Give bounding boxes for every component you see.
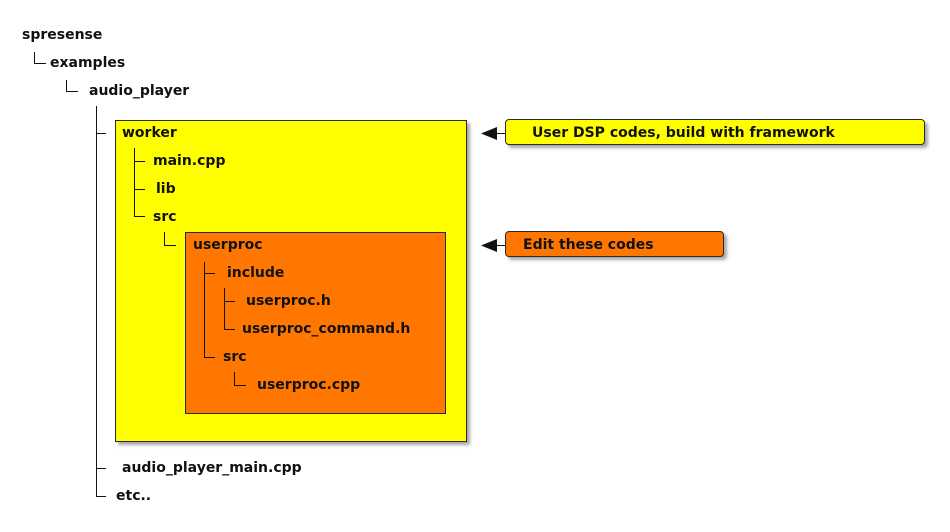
tree-node-spresense: spresense [22, 27, 103, 43]
arrow-head-userproc [481, 239, 497, 252]
tree-node-include: include [227, 265, 285, 281]
tree-node-lib: lib [156, 181, 176, 197]
tree-node-examples: examples [50, 55, 126, 71]
tree-node-src: src [153, 209, 177, 225]
connector-userproc-cpp [234, 372, 246, 386]
connector-examples [34, 52, 46, 64]
arrow-head-worker [481, 127, 497, 140]
connector-userproc-trunk [204, 262, 215, 358]
tree-node-userproc-h: userproc.h [246, 293, 331, 309]
tree-node-audio-player: audio_player [89, 83, 190, 99]
connector-audio-player-trunk [96, 106, 106, 497]
tree-node-userproc-cpp: userproc.cpp [257, 377, 361, 393]
tree-node-userproc-src: src [223, 349, 247, 365]
tree-node-worker: worker [122, 125, 177, 141]
connector-userproc [164, 232, 176, 246]
userproc-highlight-box [185, 232, 446, 414]
tree-node-audio-player-main-cpp: audio_player_main.cpp [122, 460, 302, 476]
connector-audio-player [66, 80, 78, 92]
userproc-note: Edit these codes [505, 231, 724, 257]
tree-node-main-cpp: main.cpp [153, 153, 226, 169]
worker-note: User DSP codes, build with framework [505, 119, 925, 145]
tree-node-userproc: userproc [193, 237, 263, 253]
connector-include-trunk [224, 288, 235, 330]
tree-node-etc: etc.. [116, 488, 152, 504]
connector-worker-trunk [134, 148, 145, 217]
tree-node-userproc-command-h: userproc_command.h [242, 321, 411, 337]
